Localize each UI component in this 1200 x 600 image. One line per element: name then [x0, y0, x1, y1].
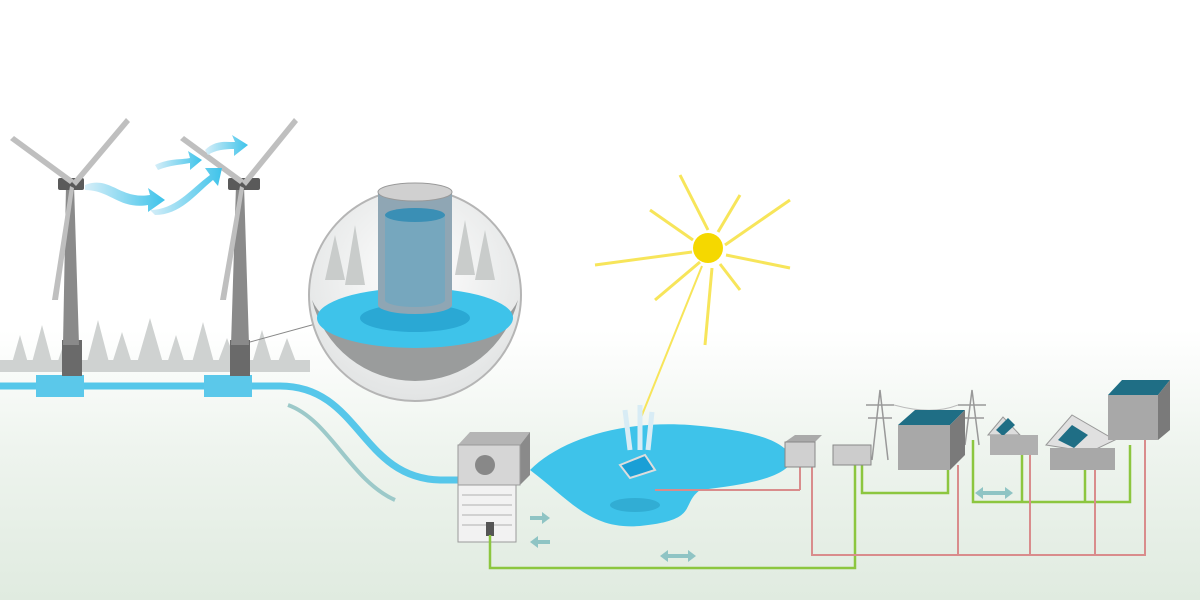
pipe-flow-arrow-icon	[287, 403, 396, 502]
lake	[530, 424, 792, 527]
wind-turbine-icon	[10, 118, 130, 397]
water-tank-magnifier	[308, 182, 522, 402]
wind-turbine-icon	[180, 118, 298, 397]
water-pipe	[0, 382, 462, 484]
flow-arrow-icon	[530, 487, 1013, 562]
heat-network	[488, 440, 1132, 570]
house-icon	[986, 416, 1038, 455]
apartment-building-icon	[898, 410, 965, 470]
apartment-building-icon	[1108, 380, 1170, 440]
substation-icon	[784, 435, 872, 468]
wind-flow-arrow-icon	[85, 135, 248, 215]
floating-solar-icon	[618, 405, 657, 480]
heat-pump-icon	[457, 432, 530, 543]
sun-icon	[594, 174, 791, 421]
